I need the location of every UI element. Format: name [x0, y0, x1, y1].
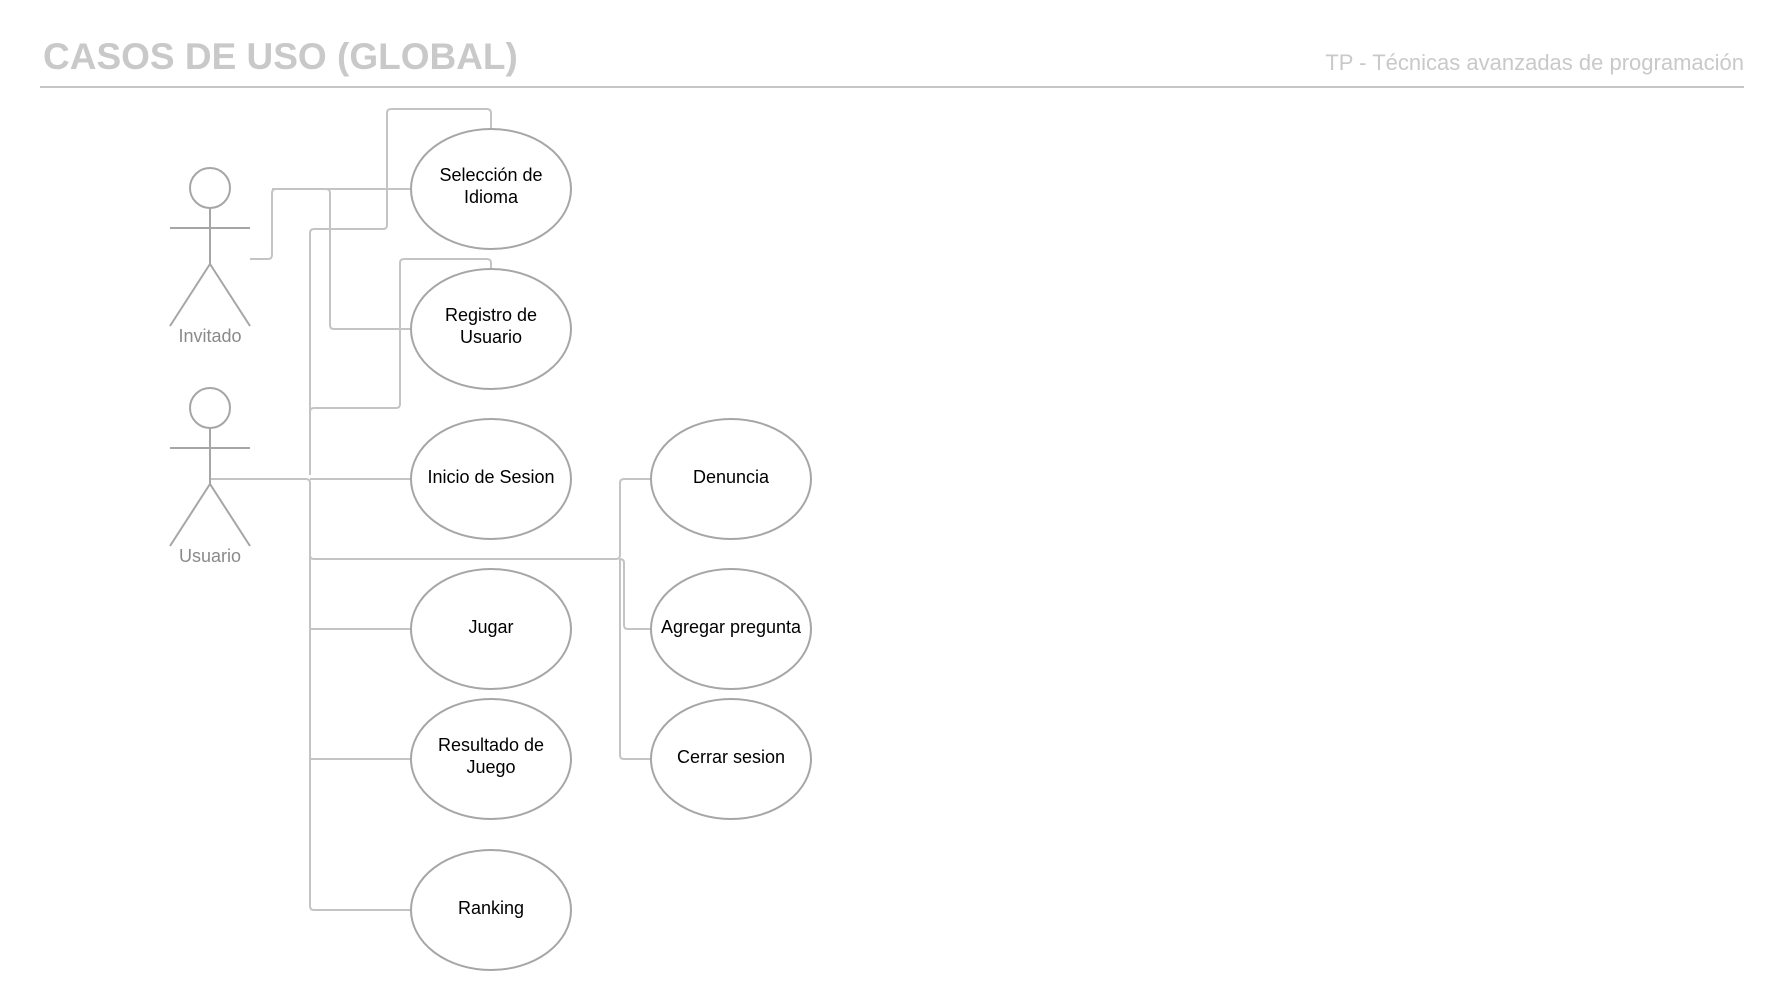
use-case-ranking: Ranking — [410, 849, 572, 971]
use-case-label-line: Cerrar sesion — [677, 747, 785, 767]
connector-usuario-registro — [309, 258, 492, 413]
connectors — [210, 108, 651, 911]
use-case-label-line: Idioma — [464, 187, 519, 207]
use-case-denuncia: Denuncia — [650, 418, 812, 540]
use-case-resultado-juego: Resultado de Juego — [410, 698, 572, 820]
connector-usuario-agregar — [619, 558, 651, 630]
actor-usuario: Usuario — [169, 387, 251, 566]
actor-right-leg — [209, 483, 251, 547]
use-case-label-line: Inicio de Sesion — [427, 467, 554, 487]
use-case-label-line: Usuario — [460, 327, 522, 347]
connector-usuario-seleccion — [309, 108, 492, 475]
use-case-label-line: Resultado de — [438, 735, 544, 755]
use-case-label-line: Selección de — [439, 165, 542, 185]
use-case-label-line: Denuncia — [693, 467, 770, 487]
use-case-seleccion-idioma: Selección de Idioma — [410, 128, 572, 250]
actor-left-leg — [169, 483, 211, 547]
use-case-label-line: Ranking — [458, 898, 524, 918]
actor-right-leg — [209, 263, 251, 327]
use-case-cerrar-sesion: Cerrar sesion — [650, 698, 812, 820]
use-case-registro-usuario: Registro de Usuario — [410, 268, 572, 390]
page-subtitle: TP - Técnicas avanzadas de programación — [1325, 50, 1744, 75]
use-case-jugar: Jugar — [410, 568, 572, 690]
actor-head-icon — [189, 387, 231, 429]
use-case-inicio-sesion: Inicio de Sesion — [410, 418, 572, 540]
use-case-label-line: Jugar — [468, 617, 513, 637]
connector-usuario-trunk — [210, 478, 411, 911]
use-case-label-line: Juego — [466, 757, 515, 777]
actor-invitado: Invitado — [169, 167, 251, 346]
connector-usuario-cerrar — [619, 559, 651, 760]
actor-head-icon — [189, 167, 231, 209]
connector-invitado-registro — [272, 188, 411, 330]
use-case-label-line: Registro de — [445, 305, 537, 325]
page-title: CASOS DE USO (GLOBAL) — [43, 36, 518, 77]
use-case-agregar-pregunta: Agregar pregunta — [650, 568, 812, 690]
header-divider — [40, 86, 1744, 88]
actor-invitado-label: Invitado — [178, 326, 241, 346]
use-case-label-line: Agregar pregunta — [661, 617, 802, 637]
actor-usuario-label: Usuario — [179, 546, 241, 566]
connector-usuario-branch — [309, 478, 651, 560]
actor-left-leg — [169, 263, 211, 327]
